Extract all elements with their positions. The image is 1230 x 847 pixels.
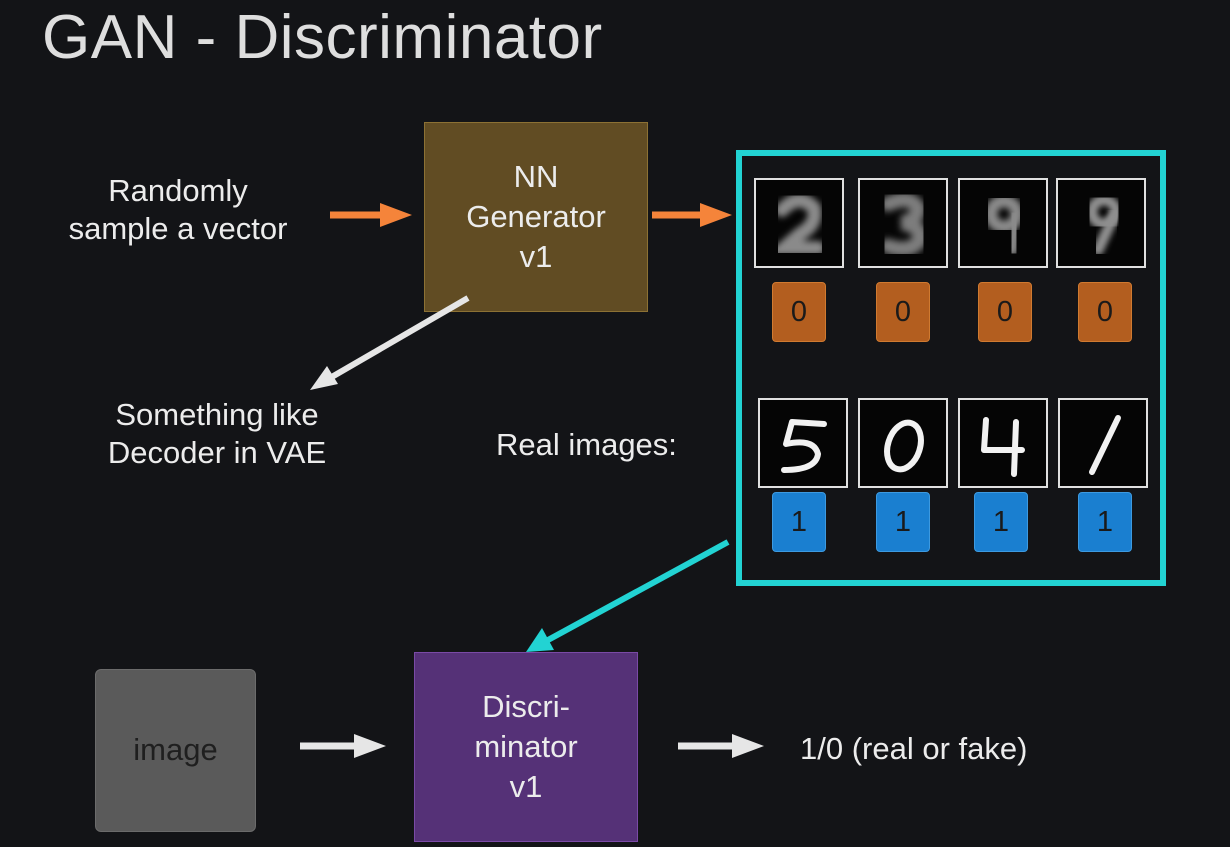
generated-digit-thumbnail — [858, 178, 948, 268]
fake-label-badge: 0 — [978, 282, 1032, 342]
sample-label-line-2: sample a vector — [68, 210, 288, 246]
generated-digit-thumbnail — [958, 178, 1048, 268]
real-label-badge: 1 — [1078, 492, 1132, 552]
input-image-box: image — [95, 669, 256, 832]
sample-to-generator-arrow — [330, 203, 412, 227]
discriminator-line-3: v1 — [509, 769, 543, 805]
real-label-badge: 1 — [772, 492, 826, 552]
generator-to-samples-arrow — [652, 203, 732, 227]
blurry-digit-9-icon — [984, 194, 1024, 257]
decoder-note: Something like Decoder in VAE — [72, 396, 362, 472]
real-label-badge: 1 — [974, 492, 1028, 552]
digit-4-icon — [981, 417, 1025, 477]
blurry-digit-2-icon — [765, 193, 825, 255]
generator-line-3: v1 — [519, 239, 553, 275]
generator-line-1: NN — [513, 158, 559, 194]
digit-5-icon — [781, 419, 827, 473]
output-label: 1/0 (real or fake) — [800, 731, 1028, 766]
slide-title: GAN - Discriminator — [42, 3, 603, 72]
image-to-discriminator-arrow — [300, 734, 386, 758]
sample-vector-label: Randomly sample a vector — [30, 172, 326, 248]
digit-1-icon — [1089, 415, 1121, 475]
sample-label-line-1: Randomly — [108, 173, 248, 208]
real-digit-thumbnail — [958, 398, 1048, 488]
generator-line-2: Generator — [466, 198, 606, 234]
real-digit-thumbnail — [858, 398, 948, 488]
decoder-note-line-2: Decoder in VAE — [107, 434, 327, 470]
discriminator-line-2: minator — [474, 728, 578, 764]
fake-label-badge: 0 — [1078, 282, 1132, 342]
real-digit-thumbnail — [758, 398, 848, 488]
discriminator-to-output-arrow — [678, 734, 764, 758]
digit-0-icon — [884, 419, 924, 473]
real-images-label: Real images: — [496, 427, 677, 462]
generated-digit-thumbnail — [754, 178, 844, 268]
blurry-digit-3-icon — [880, 192, 928, 257]
samples-to-discriminator-arrow — [526, 539, 730, 652]
generator-to-note-arrow — [310, 295, 470, 390]
training-samples-frame — [736, 150, 1166, 586]
decoder-note-line-1: Something like — [115, 397, 319, 432]
real-label-badge: 1 — [876, 492, 930, 552]
generator-box: NN Generator v1 — [424, 122, 648, 312]
real-digit-thumbnail — [1058, 398, 1148, 488]
blurry-digit-9-icon — [1086, 194, 1122, 256]
fake-label-badge: 0 — [876, 282, 930, 342]
generated-digit-thumbnail — [1056, 178, 1146, 268]
discriminator-line-1: Discri- — [482, 688, 570, 724]
fake-label-badge: 0 — [772, 282, 826, 342]
discriminator-box: Discri- minator v1 — [414, 652, 638, 842]
